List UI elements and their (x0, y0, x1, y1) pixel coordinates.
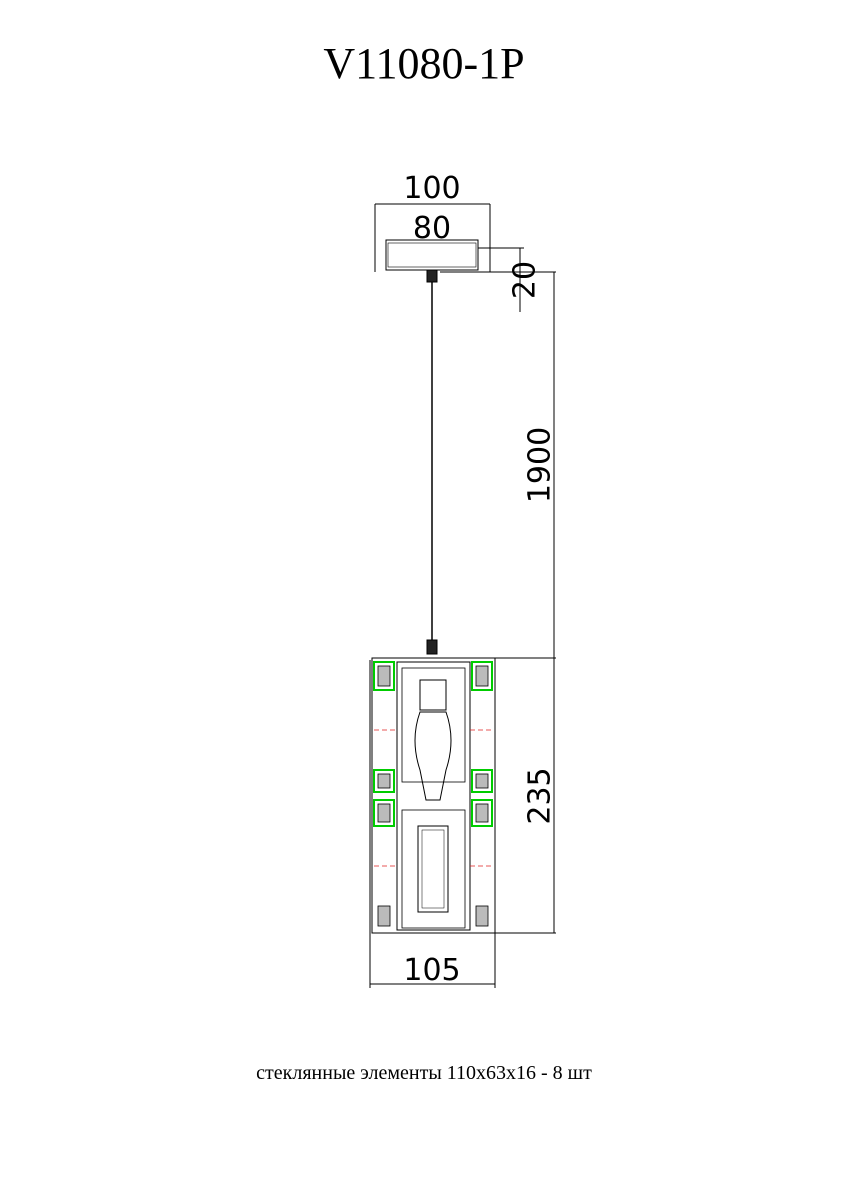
lower-light-element (417, 825, 449, 913)
canopy-inner (387, 242, 477, 268)
dim-label-100: 100 (403, 171, 460, 206)
glass-elements-caption: стеклянные элементы 110x63x16 - 8 шт (256, 1062, 592, 1084)
dim-label-105: 105 (403, 953, 460, 988)
glass-crystal (377, 905, 391, 927)
dim-235-lines (495, 658, 556, 934)
cable-bottom-clamp (426, 639, 438, 655)
glass-element (471, 799, 493, 827)
center-lines (374, 729, 492, 867)
dim-label-1900: 1900 (523, 427, 558, 503)
upper-glass-panel (401, 667, 466, 783)
glass-crystal (475, 905, 489, 927)
glass-element (373, 661, 395, 691)
lamp-frame (396, 661, 471, 931)
glass-element (471, 769, 493, 793)
cable-top-clamp (426, 269, 438, 283)
product-code-title: V11080-1P (323, 39, 525, 88)
bulb-holder (419, 679, 447, 711)
glass-element (373, 769, 395, 793)
glass-crystal (475, 803, 489, 823)
glass-crystal (377, 665, 391, 687)
dim-label-235: 235 (523, 767, 558, 824)
glass-element (471, 661, 493, 691)
glass-element-fills (377, 665, 489, 927)
glass-crystal (475, 773, 489, 789)
dim-label-80: 80 (413, 211, 451, 246)
glass-crystal (377, 803, 391, 823)
lower-light-element-inner (421, 829, 445, 909)
glass-element-outlines (373, 661, 493, 827)
glass-element (373, 799, 395, 827)
glass-crystal (475, 665, 489, 687)
dim-105-lines (369, 660, 496, 988)
dim-100-lines (374, 203, 491, 272)
lower-glass-panel (401, 809, 466, 929)
glass-crystal (377, 773, 391, 789)
dim-label-20: 20 (508, 261, 543, 299)
lamp-body-outline (371, 657, 496, 934)
bulb (414, 711, 452, 801)
